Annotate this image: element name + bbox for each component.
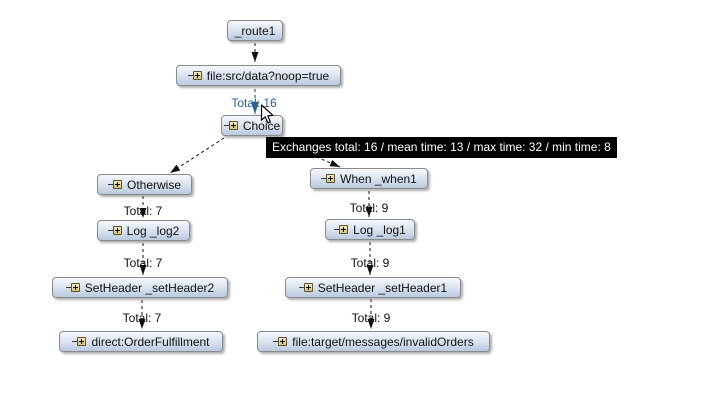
node-setheader2-label: SetHeader _setHeader2 [84, 280, 215, 295]
node-file-src-label: file:src/data?noop=true [206, 68, 330, 83]
node-log1[interactable]: Log _log1 [325, 219, 415, 240]
edge-label-total-7-3: Total: 7 [122, 311, 162, 325]
eip-node-icon [273, 337, 288, 346]
node-route1[interactable]: _route1 [227, 20, 283, 41]
eip-node-icon [321, 174, 336, 183]
edge-label-total-9-3: Total: 9 [351, 311, 391, 325]
eip-node-icon [65, 283, 80, 292]
edge-choice-otherwise [169, 137, 225, 174]
node-when1-label: When _when1 [340, 171, 417, 186]
eip-node-icon [223, 121, 238, 130]
eip-node-icon [334, 225, 349, 234]
edge-label-total-9-2: Total: 9 [350, 256, 390, 270]
edge-label-total-7-1: Total: 7 [123, 204, 163, 218]
node-when1[interactable]: When _when1 [310, 168, 428, 189]
node-file-target-label: file:target/messages/invalidOrders [292, 334, 474, 349]
node-direct-orderfulfillment[interactable]: direct:OrderFulfillment [59, 331, 223, 352]
node-file-src[interactable]: file:src/data?noop=true [176, 65, 341, 86]
edge-label-total-9-1: Total: 9 [349, 201, 389, 215]
eip-node-icon [107, 180, 122, 189]
eip-node-icon [187, 71, 202, 80]
node-log2-label: Log _log2 [126, 223, 180, 238]
node-log1-label: Log _log1 [353, 222, 406, 237]
node-otherwise[interactable]: Otherwise [97, 174, 192, 195]
node-setheader1[interactable]: SetHeader _setHeader1 [285, 277, 461, 298]
node-direct-orderfulfillment-label: direct:OrderFulfillment [91, 334, 210, 349]
node-route1-label: _route1 [234, 23, 276, 38]
eip-node-icon [107, 226, 122, 235]
edge-label-total-7-2: Total: 7 [123, 256, 163, 270]
mouse-cursor-icon [260, 104, 274, 124]
node-setheader2[interactable]: SetHeader _setHeader2 [52, 277, 228, 298]
node-setheader1-label: SetHeader _setHeader1 [317, 280, 448, 295]
exchange-stats-tooltip: Exchanges total: 16 / mean time: 13 / ma… [266, 137, 617, 158]
eip-node-icon [298, 283, 313, 292]
node-file-target[interactable]: file:target/messages/invalidOrders [257, 331, 490, 352]
eip-node-icon [72, 337, 87, 346]
node-otherwise-label: Otherwise [126, 177, 182, 192]
node-log2[interactable]: Log _log2 [97, 220, 190, 241]
